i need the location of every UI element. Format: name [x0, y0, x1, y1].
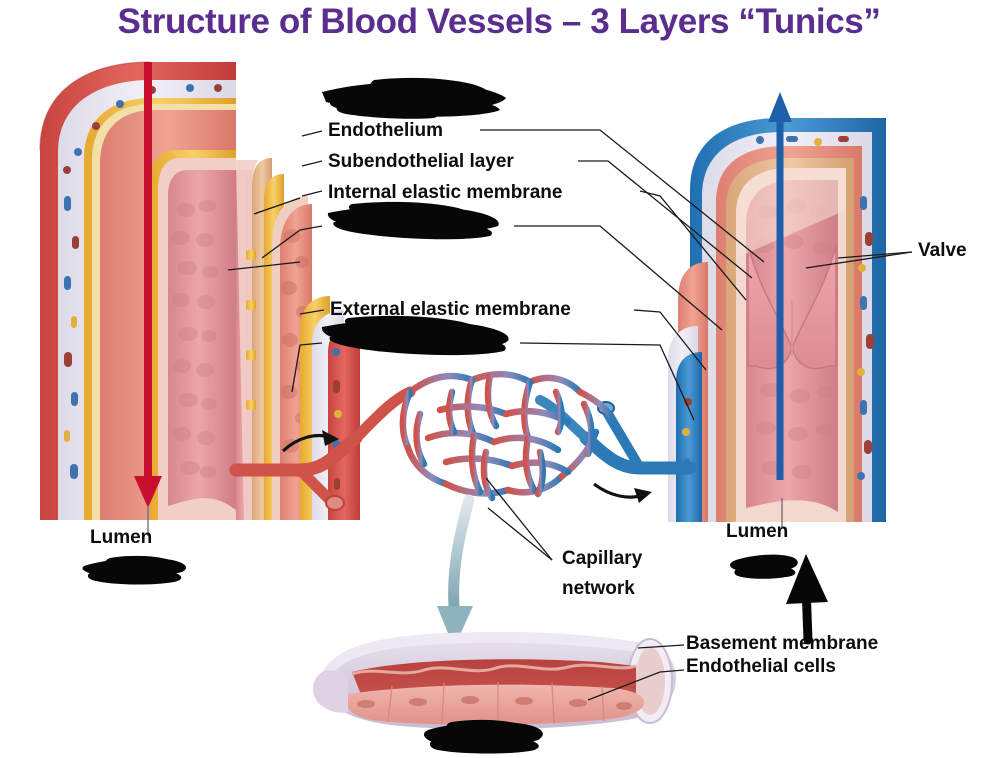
redaction-tunica-media-label — [327, 201, 499, 240]
label-capillary-network-line1: Capillary — [562, 548, 643, 569]
capillary-detail-pointer-arrow — [437, 494, 475, 648]
redaction-tunica-externa-label — [321, 315, 509, 356]
redaction-right-vessel-name — [730, 554, 798, 579]
label-internal-elastic-membrane: Internal elastic membrane — [328, 182, 563, 203]
arteriole-flow-arrow — [281, 430, 339, 453]
leader-lines — [147, 129, 913, 701]
artery-cutaway — [39, 61, 360, 520]
label-lumen-right: Lumen — [726, 521, 789, 542]
label-endothelium: Endothelium — [328, 120, 444, 141]
redaction-left-vessel-name — [82, 555, 187, 585]
label-valve: Valve — [918, 240, 967, 261]
redaction-capillary-name — [423, 719, 543, 754]
artery-flow-arrow — [134, 62, 162, 508]
venule-flow-arrow — [593, 482, 652, 503]
capillary-network-figure — [229, 371, 697, 511]
label-endothelial-cells: Endothelial cells — [686, 656, 836, 677]
label-basement-membrane: Basement membrane — [686, 633, 879, 654]
label-lumen-left: Lumen — [90, 527, 153, 548]
hand-drawn-arrow — [786, 554, 828, 645]
redaction-top-label — [322, 77, 506, 119]
label-external-elastic-membrane: External elastic membrane — [330, 299, 571, 320]
vein-flow-arrow — [768, 92, 792, 480]
capillary-detail-cutaway — [313, 631, 676, 730]
vein-adventitia-cells — [682, 136, 874, 480]
page-title: Structure of Blood Vessels – 3 Layers “T… — [117, 2, 881, 41]
label-subendothelial-layer: Subendothelial layer — [328, 151, 514, 172]
adventitia-cells-left — [63, 84, 222, 479]
label-capillary-network-line2: network — [562, 578, 635, 599]
